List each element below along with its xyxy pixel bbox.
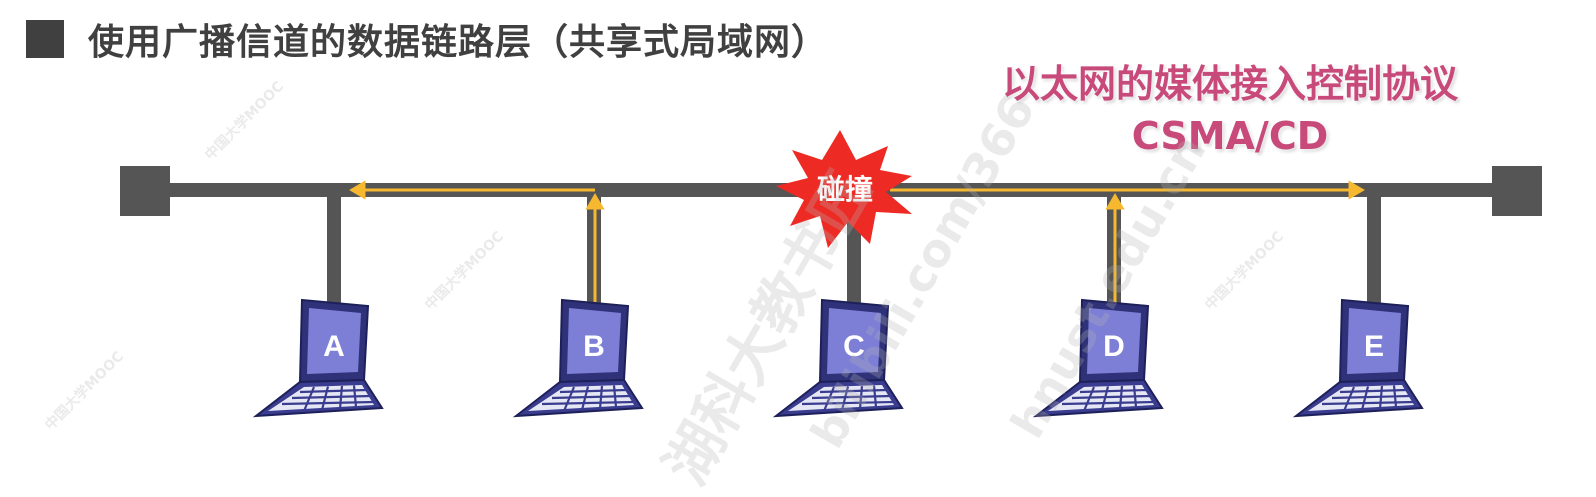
page-title: 使用广播信道的数据链路层（共享式局域网） [88, 22, 829, 63]
drop-line-a [327, 195, 341, 327]
protocol-caption: 以太网的媒体接入控制协议 CSMA/CD [930, 58, 1530, 162]
protocol-name: 以太网的媒体接入控制协议 [1001, 62, 1458, 106]
station-label-e: E [1363, 330, 1384, 363]
title-bullet-square [26, 20, 64, 58]
station-label-a: A [323, 330, 345, 363]
drop-line-e [1367, 195, 1381, 327]
signal-arrowhead-left [349, 180, 366, 200]
signal-arrowhead-b [585, 193, 605, 210]
station-label-b: B [583, 330, 605, 363]
station-label-d: D [1103, 330, 1125, 363]
collision-burst-icon [776, 130, 912, 248]
title-bar: 使用广播信道的数据链路层（共享式局域网） [26, 14, 828, 64]
station-label-c: C [843, 330, 865, 363]
collision-label: 碰撞 [816, 173, 873, 206]
signal-arrowhead-right [1348, 180, 1365, 200]
protocol-acronym: CSMA/CD [1131, 114, 1329, 158]
bus-terminator-left [120, 166, 170, 216]
bus-topology-diagram [120, 130, 1542, 418]
bus-terminator-right [1492, 166, 1542, 216]
signal-arrowhead-d [1105, 193, 1125, 210]
